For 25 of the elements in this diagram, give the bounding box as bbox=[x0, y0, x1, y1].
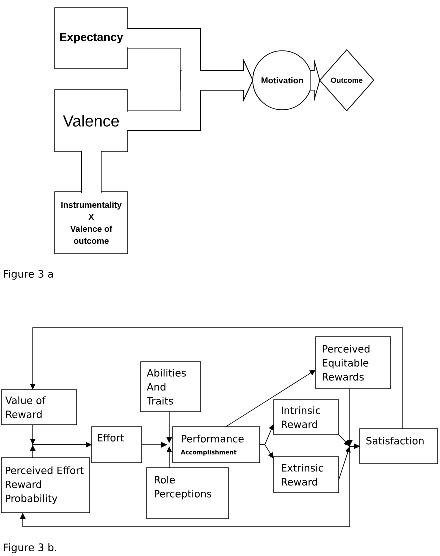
arrow bbox=[226, 370, 316, 428]
block-connector bbox=[81, 151, 102, 193]
process-box: Valence bbox=[54, 90, 128, 152]
process-box: Perceived Equitable Rewards bbox=[316, 336, 392, 390]
process-box: Effort bbox=[92, 426, 142, 464]
arrow bbox=[20, 446, 360, 528]
process-box: Value of Reward bbox=[1, 390, 78, 426]
process-box: Role Perceptions bbox=[146, 468, 230, 520]
figure-caption: Figure 3 a bbox=[4, 270, 54, 280]
process-box: Expectancy bbox=[54, 8, 128, 70]
figure-caption: Figure 3 b. bbox=[4, 544, 56, 554]
process-box: Perceived Effort Reward Probability bbox=[1, 458, 90, 514]
process-box: Intrinsic Reward bbox=[274, 400, 340, 436]
arrow bbox=[166, 446, 172, 468]
process-box: Instrumentality X Valence of outcome bbox=[54, 192, 128, 254]
arrow bbox=[30, 328, 404, 430]
process-box: Satisfaction bbox=[360, 428, 438, 464]
block-arrow bbox=[128, 59, 254, 132]
arrow bbox=[166, 412, 172, 444]
circle-node: Motivation bbox=[252, 50, 312, 110]
arrow bbox=[338, 444, 360, 480]
block-arrow bbox=[310, 58, 320, 103]
process-box: Abilities And Traits bbox=[140, 362, 202, 412]
process-box: Extrinsic Reward bbox=[274, 456, 340, 494]
arrow bbox=[260, 444, 274, 459]
